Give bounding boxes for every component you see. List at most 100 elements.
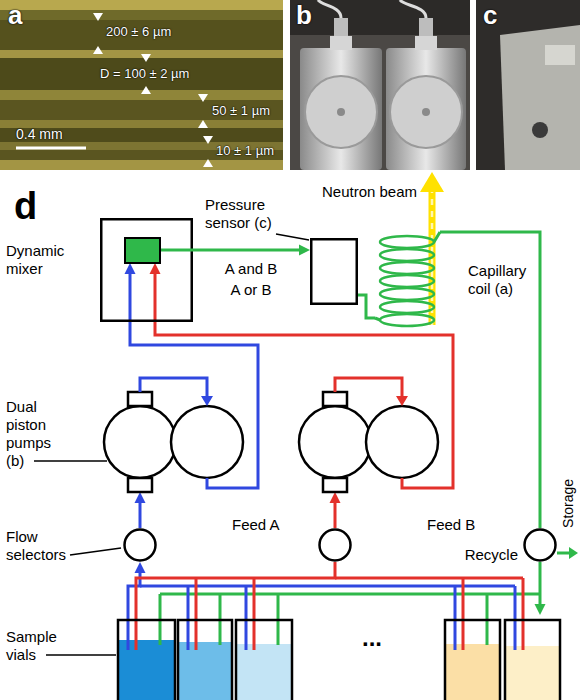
flow-line [136,492,341,615]
piston-pump: Feed B [295,372,443,492]
mixer-box-part [125,238,160,263]
flow-selector [320,530,351,561]
panel-letter: d [14,184,37,230]
piston-pump-part [171,406,243,478]
flow-path [193,249,304,252]
feed-b-lines-part [136,578,523,650]
flow-path [539,562,542,609]
vial-liquid-part [505,646,560,700]
pump-photo-part [386,48,466,170]
sensor-photo [476,0,580,170]
pump-photo-part [400,0,426,18]
edge-label: Recycle [463,546,520,564]
feed-a-lines [128,586,515,650]
vial-liquid-part [178,642,232,700]
capillary-coil-part [380,314,434,326]
pump-photo-part [290,0,470,170]
edge-label: A and B [223,260,280,278]
mixer-box-outline [100,218,193,322]
sample-vials-part [445,620,500,700]
piston-pump-part [366,406,438,478]
capillary-coil-part [380,249,434,261]
micrograph-part [93,46,103,54]
arrow-head [330,492,341,503]
piston-pump-part [299,406,371,478]
feed-b-lines [136,578,523,650]
arrow-head [150,263,161,274]
capillary-coil-part [380,275,434,287]
leader-lines-part [46,654,116,656]
micrograph-part [141,86,151,94]
flow-path [128,568,140,615]
pump-photo-part [305,76,377,148]
node-label: Sample vials [6,628,76,664]
flow-line [535,562,546,615]
leader-lines [34,234,309,655]
arrow-head [299,245,310,256]
flow-selector-part [125,530,156,561]
arrow-head [135,492,146,503]
piston-pump-outline [295,372,443,492]
panel-letter: a [8,0,22,31]
micrograph-part [93,13,103,21]
micrograph-part [198,120,208,128]
leader-lines-part [70,548,121,555]
pump-photo-part [415,36,437,50]
neutron-beam-part [420,172,444,192]
pump-photo-part [422,108,430,116]
node-label: Feed A [232,516,280,534]
micrograph-part [0,160,283,170]
pump-photo-part [390,76,462,148]
flow-line [135,492,146,528]
flow-path [440,232,540,528]
micrograph-part [203,136,213,144]
figure-label: 0.4 mm [16,126,63,143]
piston-pump-part [128,392,152,406]
pump-photo [290,0,470,170]
sample-vials-part [505,620,560,700]
piston-pump-part [402,478,443,488]
piston-pump-part [323,478,347,492]
micrograph [0,0,283,170]
piston-pump-part [140,378,207,397]
node-label: Storage [561,478,578,527]
sensor-box: Pressure sensor (c) [310,238,358,305]
sample-vials-outline [115,615,565,700]
piston-pump: Dual piston pumps (b)Feed A [100,372,248,492]
flow-selector-outline [123,528,157,562]
arrow-head [125,263,136,274]
micrograph-part [0,20,283,50]
piston-pump-part [335,378,402,397]
storage-arrow [569,547,578,559]
figure-label: 10 ± 1 µm [216,143,274,159]
micrograph-part [198,94,208,102]
flow-line [440,232,540,528]
figure-label: A or B [231,281,272,299]
feed-a-lines-part [128,586,515,650]
sample-vials-part [178,620,232,700]
node-label: Flow selectors [6,528,76,564]
piston-pump-part [323,392,347,406]
micrograph-part [141,54,151,62]
sensor-photo-part [500,25,580,170]
node-label: Pressure sensor (c) [205,196,285,232]
piston-pump-part [396,396,408,406]
capillary-coil-part [380,262,434,274]
micrograph-part [203,159,213,167]
flow-path [358,295,375,318]
flow-path [136,498,335,615]
node-label: Dynamic mixer [6,242,96,278]
node-label: Dual piston pumps (b) [6,398,58,470]
sample-vials: Sample vials [115,615,565,700]
piston-pump-part [201,396,213,406]
mixer-box-part [101,219,192,321]
micrograph-part [0,100,283,120]
vial-liquid-part [445,644,500,700]
flow-line [358,295,375,318]
capillary-coil-part [380,301,434,313]
arrow-head [135,562,146,573]
arrow-head [535,604,546,615]
piston-pump-part [128,478,152,492]
micrograph-part [0,90,283,100]
